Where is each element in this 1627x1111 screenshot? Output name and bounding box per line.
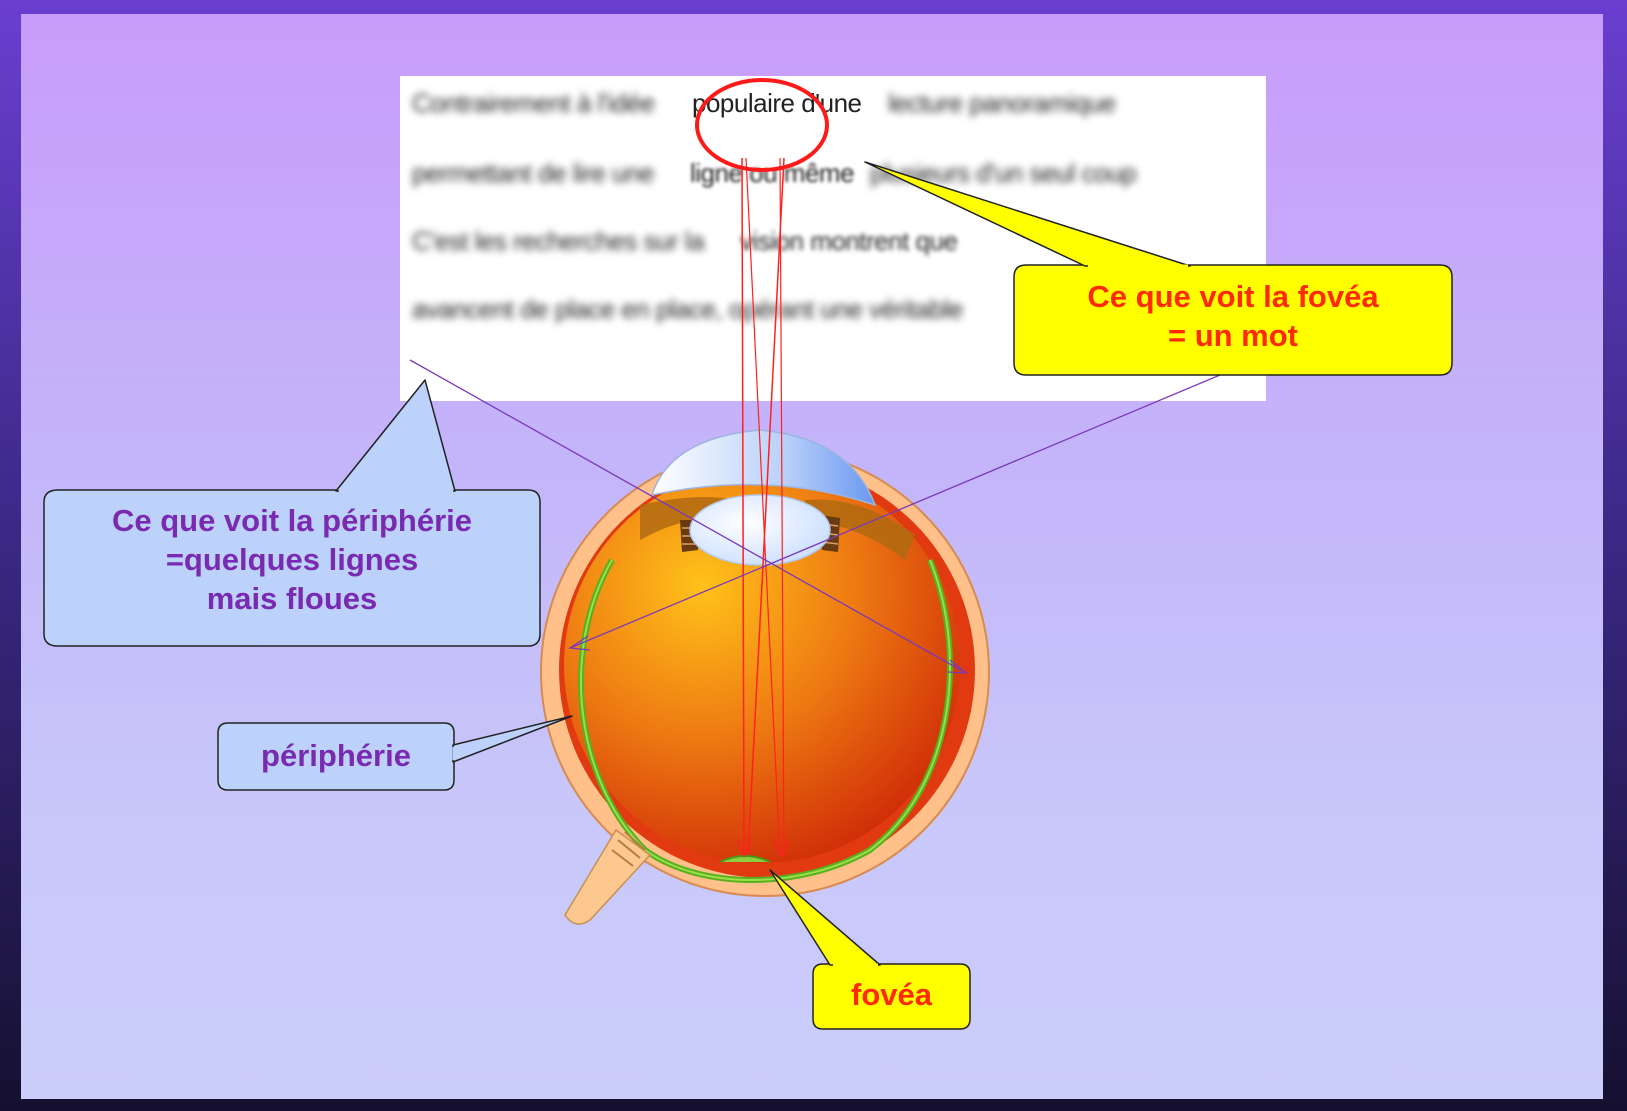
optic-nerve — [565, 830, 650, 924]
periphery-label: périphérie — [218, 737, 454, 776]
fovea-view-callout-tail — [865, 162, 1190, 266]
fovea-view-caption: Ce que voit la fovéa = un mot — [1014, 278, 1452, 356]
periphery-view-line-2: =quelques lignes — [44, 541, 540, 580]
fovea-label: fovéa — [813, 976, 970, 1015]
fovea-view-line-2: = un mot — [1014, 317, 1452, 356]
periphery-view-line-3: mais floues — [44, 580, 540, 619]
focus-ring — [697, 80, 827, 170]
periphery-view-callout-tail — [336, 380, 455, 491]
fovea-view-line-1: Ce que voit la fovéa — [1014, 278, 1452, 317]
periphery-view-caption: Ce que voit la périphérie =quelques lign… — [44, 502, 540, 618]
periphery-view-line-1: Ce que voit la périphérie — [44, 502, 540, 541]
